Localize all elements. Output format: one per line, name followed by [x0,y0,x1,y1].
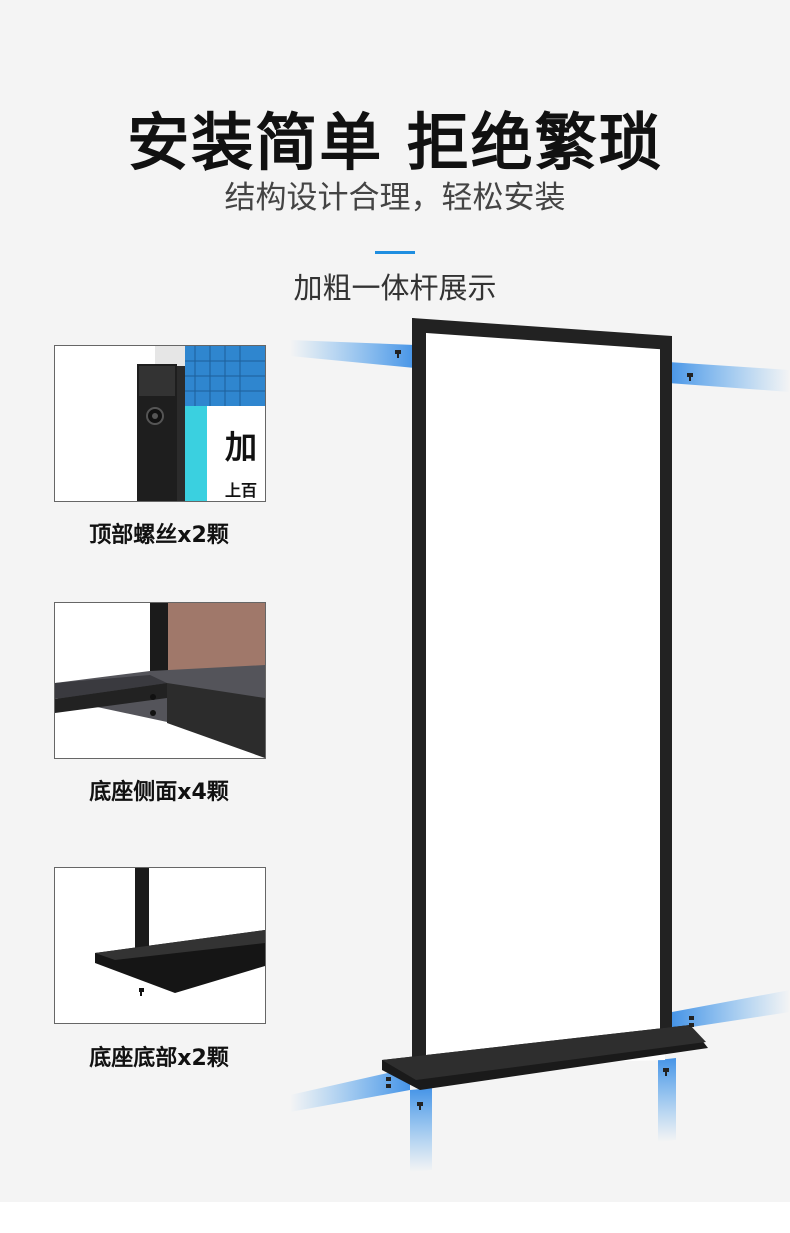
thumb-poster-char-2: 上百 [225,481,257,500]
page-title: 安装简单 拒绝繁琐 [127,106,663,179]
detail-caption-base-side: 底座侧面x4颗 [89,780,229,805]
frame-left-post [412,318,426,1070]
section-title: 加粗一体杆展示 [293,271,497,305]
detail-thumb-base-bottom [54,867,266,1024]
detail-thumb-top-screws: 加 上百 [54,345,266,502]
footer-band [0,1202,790,1233]
frame-top-bar [412,318,672,350]
frame-right-post [660,338,672,1042]
screw-markers [386,350,694,1110]
guide-beam-bottom-left [290,1068,410,1112]
detail-caption-base-bottom: 底座底部x2颗 [89,1046,229,1071]
guide-beam-vertical-right [658,1058,676,1142]
section-divider [375,251,415,254]
page-subtitle: 结构设计合理，轻松安装 [224,180,566,216]
detail-thumb-base-side [54,602,266,759]
stand-base-top [382,1025,706,1080]
thumb-poster-char-1: 加 [225,428,257,466]
guide-beam-vertical-left [410,1088,432,1172]
guide-beam-top-left [290,340,415,368]
detail-caption-top-screws: 顶部螺丝x2颗 [89,523,229,548]
stand-panel [425,330,665,1066]
guide-beam-top-right [668,362,790,392]
guide-beam-bottom-right [672,990,790,1030]
